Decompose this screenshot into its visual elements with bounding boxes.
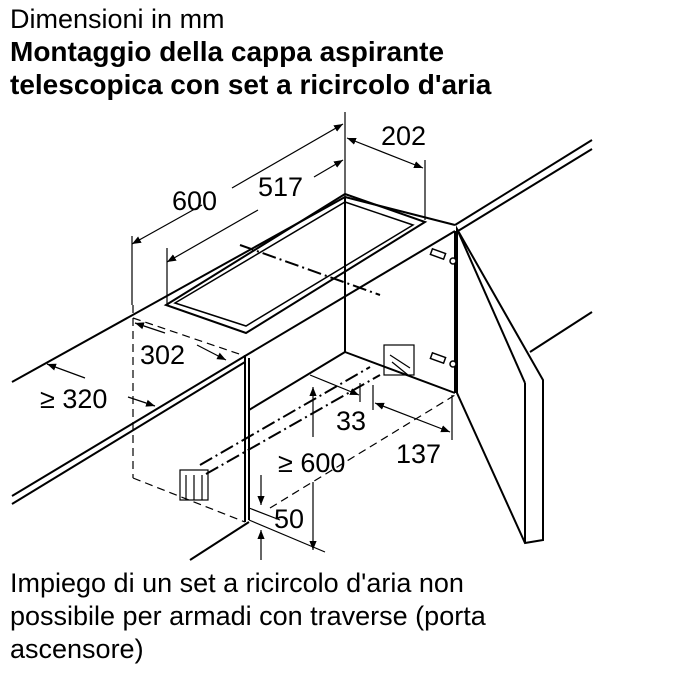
dim-50: 50 — [274, 504, 304, 534]
footnote: Impiego di un set a ricircolo d'aria non… — [10, 567, 486, 666]
header: Dimensioni in mm Montaggio della cappa a… — [10, 4, 491, 101]
recirculation-brackets — [179, 344, 415, 501]
worktop-and-cabinet — [11, 139, 593, 561]
centerlines — [199, 244, 381, 475]
units-label: Dimensioni in mm — [10, 4, 225, 34]
footnote-line-1: Impiego di un set a ricircolo d'aria non — [10, 568, 464, 598]
dim-517: 517 — [258, 172, 303, 202]
cabinet-outline-dashed — [132, 305, 456, 523]
dim-302: 302 — [140, 340, 185, 370]
dim-600-height: ≥ 600 — [278, 448, 345, 478]
title-line-1: Montaggio della cappa aspirante — [10, 36, 445, 67]
footnote-line-3: ascensore) — [10, 634, 144, 664]
dim-600-width: 600 — [172, 186, 217, 216]
dimension-lines — [46, 112, 453, 560]
title-line-2: telescopica con set a ricircolo d'aria — [10, 69, 492, 100]
dim-320: ≥ 320 — [40, 384, 107, 414]
dim-202: 202 — [381, 121, 426, 151]
dim-137: 137 — [396, 439, 441, 469]
footnote-line-2: possibile per armadi con traverse (porta — [10, 601, 486, 631]
hinges — [429, 247, 457, 368]
dim-33: 33 — [336, 406, 366, 436]
